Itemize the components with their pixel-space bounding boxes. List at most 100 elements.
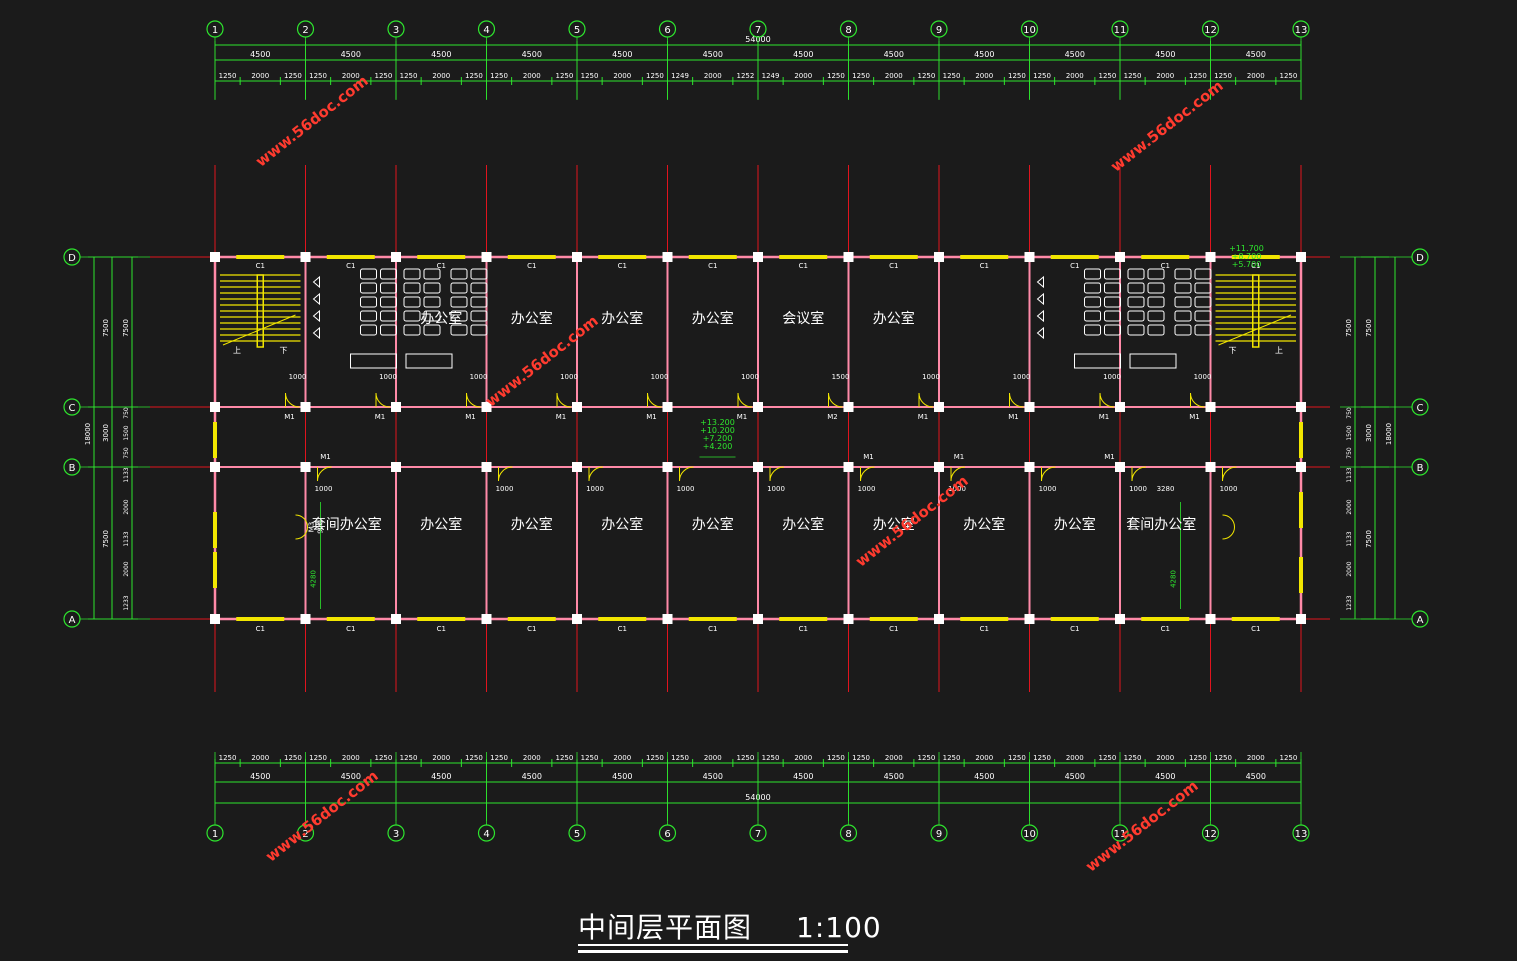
dimension-section-side: 3000 [102, 424, 110, 442]
structural-column [662, 462, 673, 472]
dimension-bay-top: 4500 [974, 50, 994, 59]
dimension-label: 4280 [1170, 570, 1178, 588]
stair-label-down: 上 [1275, 346, 1283, 355]
dimension-detail-top: 1252 [737, 72, 755, 80]
door-width-label: 1000 [922, 373, 940, 381]
stair-label-down: 下 [280, 346, 288, 355]
dimension-detail-bottom: 2000 [885, 754, 903, 762]
toilet-stall [1104, 310, 1121, 322]
structural-column [753, 252, 763, 262]
dimension-bay-bottom: 4500 [250, 772, 270, 781]
dimension-detail-side: 1133 [123, 531, 130, 546]
toilet-stall [450, 324, 468, 336]
structural-column [572, 614, 582, 624]
grid-label-column: 13 [1295, 25, 1308, 36]
window-label: C1 [708, 262, 717, 270]
door-label: M1 [737, 413, 748, 421]
grid-label-row: C [69, 403, 76, 414]
grid-label-row: C [1417, 403, 1424, 414]
toilet-stall [1127, 268, 1145, 280]
window-south [507, 617, 556, 621]
dimension-detail-bottom: 1250 [465, 754, 483, 762]
grid-label-column: 1 [212, 25, 218, 36]
structural-column [481, 614, 492, 624]
dimension-detail-bottom: 1250 [219, 754, 237, 762]
dimension-detail-bottom: 2000 [1156, 754, 1174, 762]
window-south [598, 617, 647, 621]
dimension-detail-bottom: 1250 [400, 754, 418, 762]
toilet-stall [1147, 310, 1165, 322]
dimension-label: 4280 [310, 570, 318, 588]
dimension-detail-top: 1250 [581, 72, 599, 80]
structural-column [1024, 402, 1035, 412]
door-label: M2 [827, 413, 838, 421]
room-name-south: 办公室 [1054, 516, 1096, 533]
window-label: C1 [1161, 262, 1170, 270]
urinal-fixture [312, 275, 320, 289]
toilet-stall [1194, 282, 1212, 294]
door-arc-side [1222, 514, 1235, 540]
door-width-label: 1000 [741, 373, 759, 381]
grid-label-column: 12 [1204, 25, 1217, 36]
grid-label-column: 9 [936, 25, 942, 36]
door-label: M1 [465, 413, 476, 421]
grid-label-column: 8 [845, 25, 851, 36]
window-north [1231, 255, 1280, 259]
door-width-label: 1000 [767, 485, 785, 493]
dimension-detail-top: 1250 [465, 72, 483, 80]
grid-label-column: 2 [302, 25, 308, 36]
window-label: C1 [1161, 625, 1170, 633]
grid-label-column: 10 [1023, 829, 1036, 840]
dimension-detail-top: 2000 [1156, 72, 1174, 80]
structural-column [391, 252, 401, 262]
structural-column [481, 252, 492, 262]
door-width-label: 1000 [1129, 485, 1147, 493]
window-north [1141, 255, 1190, 259]
window-end [1299, 557, 1303, 593]
door-arc-north [375, 392, 391, 408]
dimension-section-side: 7500 [1365, 319, 1373, 337]
toilet-stall [403, 282, 421, 294]
dimension-detail-bottom: 1250 [1008, 754, 1026, 762]
window-south [688, 617, 737, 621]
grid-label-column: 12 [1204, 829, 1217, 840]
door-arc-south [769, 466, 785, 482]
dimension-section-side: 7500 [102, 319, 110, 337]
watermark-text: www.56doc.com [252, 72, 372, 171]
dimension-detail-bottom: 1250 [918, 754, 936, 762]
dimension-detail-bottom: 1250 [827, 754, 845, 762]
dimension-bay-bottom: 4500 [974, 772, 994, 781]
window-north [598, 255, 647, 259]
door-arc-north [556, 392, 572, 408]
toilet-stall [380, 310, 397, 322]
structural-column [843, 252, 854, 262]
window-south [869, 617, 918, 621]
toilet-stall [403, 324, 421, 336]
door-arc-south [588, 466, 604, 482]
structural-column [210, 402, 220, 412]
structural-column [391, 402, 401, 412]
dimension-bay-bottom: 4500 [1065, 772, 1085, 781]
structural-column [753, 614, 763, 624]
stair-handrail [1252, 274, 1260, 348]
structural-column [481, 402, 492, 412]
dimension-bay-bottom: 4500 [341, 772, 361, 781]
door-width-label: 1000 [948, 485, 966, 493]
door-arc-south [679, 466, 694, 482]
structural-column [1115, 252, 1125, 262]
dimension-detail-bottom: 1250 [646, 754, 664, 762]
toilet-stall [470, 310, 488, 322]
room-name-south: 办公室 [692, 516, 734, 533]
window-label: C1 [437, 625, 446, 633]
urinal-fixture [1036, 275, 1044, 289]
room-name-south: 办公室 [420, 516, 462, 533]
toilet-stall [423, 268, 441, 280]
dimension-detail-bottom: 1250 [852, 754, 870, 762]
dimension-detail-side: 1500 [123, 425, 130, 440]
window-label: C1 [799, 262, 808, 270]
door-arc-south [1222, 466, 1237, 482]
structural-column [662, 614, 673, 624]
door-width-label: 1000 [379, 373, 397, 381]
structural-column [572, 252, 582, 262]
dimension-detail-top: 2000 [613, 72, 631, 80]
